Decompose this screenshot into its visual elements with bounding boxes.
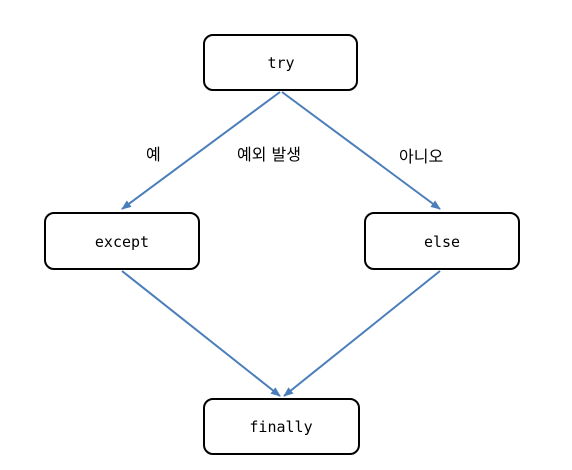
edge-label-no: 아니오 xyxy=(399,147,443,166)
edge-else-to-finally xyxy=(283,270,441,397)
node-finally: finally xyxy=(203,398,360,455)
node-finally-label: finally xyxy=(249,418,312,436)
edge-label-yes: 예 xyxy=(146,145,161,164)
node-try: try xyxy=(203,34,358,91)
node-except-label: except xyxy=(95,233,149,251)
node-else: else xyxy=(364,212,520,270)
edge-try-to-except xyxy=(121,91,281,210)
node-else-label: else xyxy=(424,233,460,251)
edge-try-to-else xyxy=(281,91,441,210)
edge-label-exception-raised: 예외 발생 xyxy=(237,145,301,164)
edge-except-to-finally xyxy=(121,270,281,397)
node-try-label: try xyxy=(267,54,294,72)
node-except: except xyxy=(44,212,200,270)
